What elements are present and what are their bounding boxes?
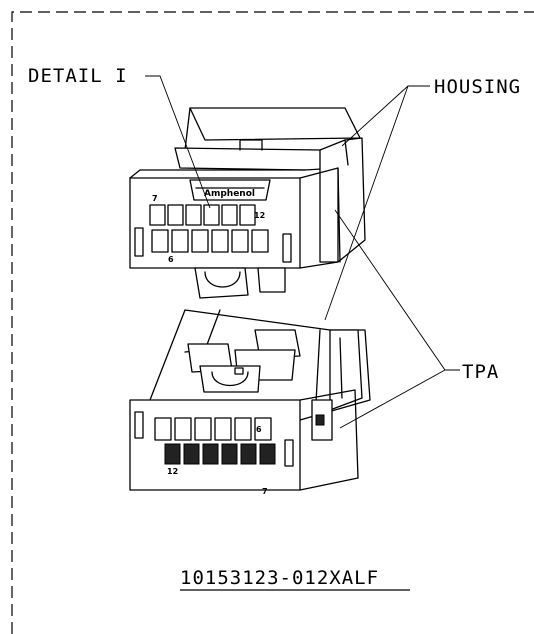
housing-part: Amphenol 7 12 6	[129, 107, 366, 299]
brand-label: Amphenol	[204, 189, 255, 199]
part-number-label: 10153123-012XALF	[180, 567, 379, 589]
housing-label: HOUSING	[434, 76, 521, 98]
pin-label-6-bottom: 6	[256, 425, 262, 434]
housing-cavities-bottom-row	[151, 229, 269, 253]
detail-label: DETAIL I	[28, 65, 128, 87]
tpa-cavities-top-row	[154, 417, 272, 441]
pin-label-12-top: 12	[254, 211, 265, 220]
pin-label-7-top: 7	[152, 194, 158, 203]
leader-lines	[145, 75, 460, 429]
dashed-border	[11, 11, 534, 634]
pin-label-12-bottom: 12	[167, 467, 178, 476]
tpa-cavities-bottom-row	[164, 443, 276, 465]
housing-cavities-top-row	[149, 204, 256, 226]
pin-label-6-top: 6	[168, 255, 174, 264]
tpa-part: 6 12 7	[129, 309, 371, 496]
pin-label-7-bottom: 7	[262, 487, 268, 496]
tpa-label: TPA	[462, 361, 499, 383]
